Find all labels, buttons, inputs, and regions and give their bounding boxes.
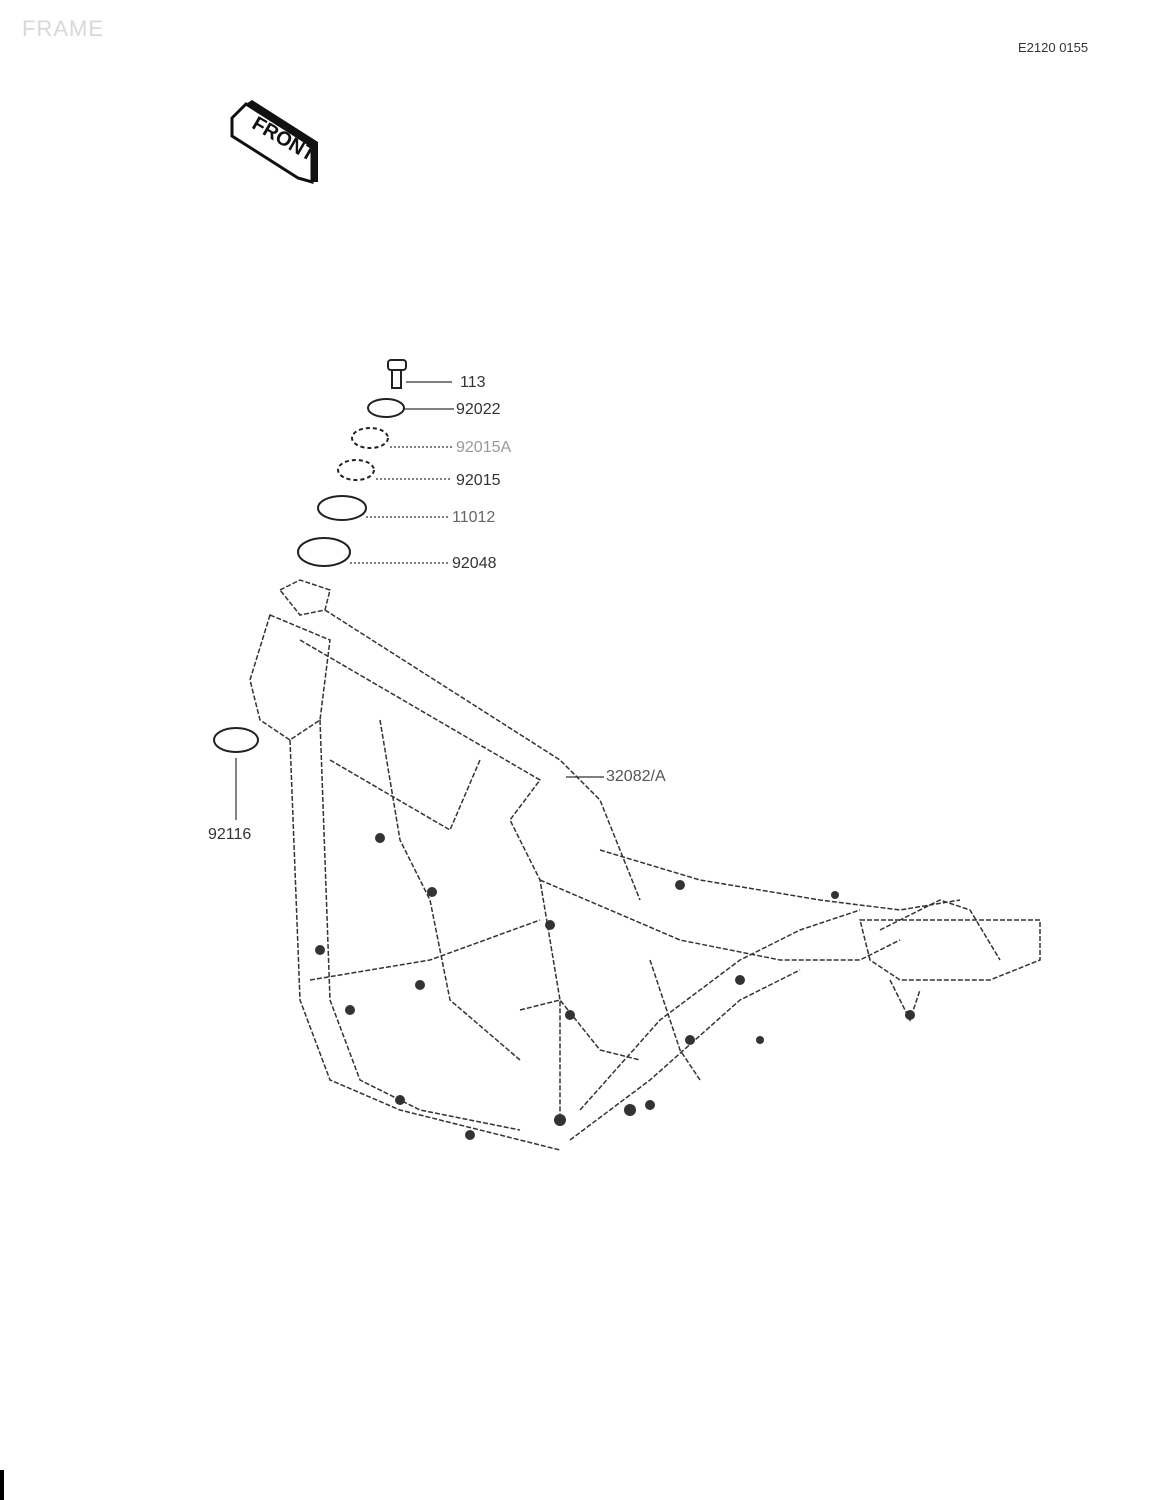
frame-mounts (315, 833, 915, 1140)
front-arrow-icon: FRONT (230, 100, 319, 184)
part-label-92015A: 92015A (456, 439, 512, 456)
nut-92015-icon (337, 459, 375, 481)
part-label-32082A: 32082/A (606, 768, 666, 785)
part-label-11012: 11012 (452, 509, 496, 526)
steering-parts (213, 359, 407, 753)
bearing-92048-icon (297, 537, 351, 567)
part-label-92022: 92022 (456, 401, 501, 418)
part-label-92116: 92116 (208, 826, 252, 843)
frame-icon (249, 579, 1041, 1151)
seal-11012-icon (317, 495, 367, 521)
page-title: FRAME (22, 16, 104, 41)
page-edge-mark (0, 1470, 4, 1500)
part-label-92015: 92015 (456, 472, 501, 489)
part-label-92048: 92048 (452, 555, 497, 572)
part-label-113: 113 (460, 374, 486, 391)
diagram-code: E2120 0155 (1018, 40, 1089, 55)
bearing-92116-icon (213, 727, 259, 753)
bolt-113-icon (387, 359, 407, 389)
washer-92022-icon (367, 398, 405, 418)
nut-92015A-icon (351, 427, 389, 449)
